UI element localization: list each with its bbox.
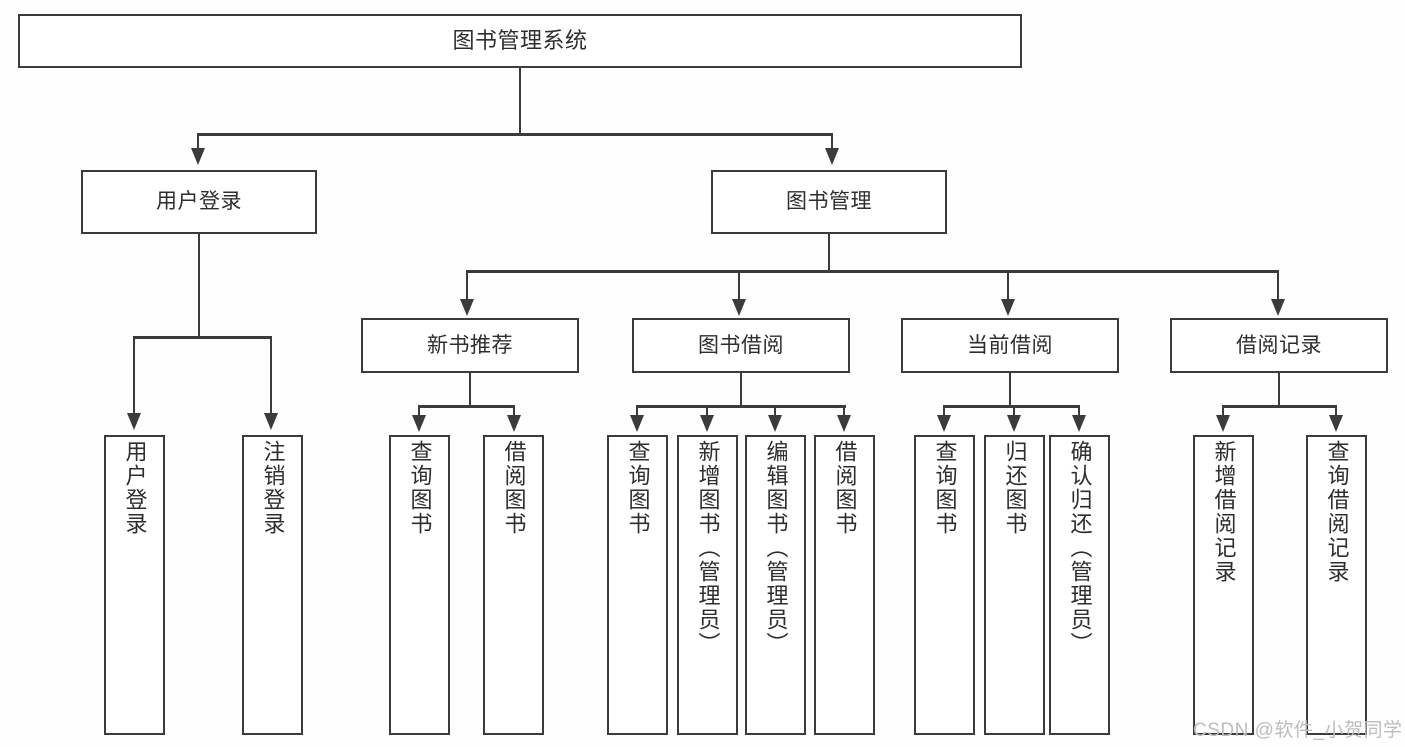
connector-book-borrow-to-leaf-1 (636, 405, 638, 419)
connector-book-borrow-to-leaf-4 (843, 405, 845, 419)
node-label: 当前借阅 (967, 333, 1053, 357)
node-root-system[interactable]: 图书管理系统 (18, 14, 1022, 68)
node-label: 查询借阅记录 (1324, 440, 1350, 584)
node-new-book-recommend[interactable]: 新书推荐 (361, 318, 579, 373)
node-label: 新增图书（管理员） (695, 440, 721, 656)
leaf-borrow-query-book[interactable]: 查询图书 (607, 435, 668, 735)
node-label: 图书借阅 (698, 333, 784, 357)
node-label: 新增借阅记录 (1211, 440, 1237, 584)
connector-root-to-user-login (197, 133, 199, 151)
connector-current-borrow-to-leaf-1 (943, 405, 945, 419)
node-label: 归还图书 (1002, 440, 1028, 536)
arrowhead-new-book-leaf-1 (412, 415, 426, 432)
node-label: 编辑图书（管理员） (763, 440, 789, 656)
node-label: 图书管理系统 (452, 27, 588, 53)
leaf-current-confirm-return-admin[interactable]: 确认归还（管理员） (1049, 435, 1110, 735)
arrowhead-to-new-book-recommend (460, 299, 474, 316)
connector-root-stem (519, 68, 521, 134)
connector-user-login-to-leaf-1 (133, 336, 135, 416)
connector-root-to-book-manage (831, 133, 833, 151)
node-label: 查询图书 (407, 440, 433, 536)
connector-book-manage-to-record (1277, 270, 1279, 302)
arrowhead-user-login-leaf-2 (264, 413, 278, 430)
csdn-watermark: CSDN @软件_小贺同学 (1193, 720, 1403, 741)
arrowhead-current-borrow-leaf-3 (1072, 415, 1086, 432)
connector-book-borrow-to-leaf-2 (706, 405, 708, 419)
node-label: 借阅图书 (501, 440, 527, 536)
connector-book-manage-bus (466, 270, 1279, 273)
connector-current-borrow-to-leaf-3 (1078, 405, 1080, 419)
node-label: 图书管理 (786, 190, 872, 214)
leaf-borrow-borrow-book[interactable]: 借阅图书 (814, 435, 875, 735)
connector-new-book-to-leaf-1 (418, 405, 420, 419)
node-book-management[interactable]: 图书管理 (711, 170, 947, 234)
connector-current-borrow-to-leaf-2 (1013, 405, 1015, 419)
node-label: 查询图书 (932, 440, 958, 536)
node-label: 查询图书 (625, 440, 651, 536)
node-label: 确认归还（管理员） (1067, 440, 1093, 656)
arrowhead-book-borrow-leaf-3 (768, 415, 782, 432)
node-book-borrow[interactable]: 图书借阅 (632, 318, 850, 373)
connector-borrow-record-stem (1278, 373, 1280, 406)
arrowhead-root-to-user-login (191, 148, 205, 165)
connector-new-book-stem (469, 373, 471, 406)
connector-book-manage-stem (828, 234, 830, 272)
arrowhead-current-borrow-leaf-2 (1007, 415, 1021, 432)
leaf-recommend-query-book[interactable]: 查询图书 (389, 435, 450, 735)
leaf-record-query-record[interactable]: 查询借阅记录 (1306, 435, 1367, 735)
connector-book-manage-to-new-book (466, 270, 468, 302)
leaf-record-add-record[interactable]: 新增借阅记录 (1193, 435, 1254, 735)
arrowhead-to-current-borrow (1001, 299, 1015, 316)
connector-user-login-to-leaf-2 (270, 336, 272, 416)
connector-current-borrow-stem (1009, 373, 1011, 406)
node-label: 用户登录 (156, 190, 242, 214)
arrowhead-new-book-leaf-2 (507, 415, 521, 432)
connector-book-borrow-stem (740, 373, 742, 406)
node-label: 用户登录 (122, 440, 148, 536)
arrowhead-current-borrow-leaf-1 (937, 415, 951, 432)
arrowhead-user-login-leaf-1 (127, 413, 141, 430)
arrowhead-borrow-record-leaf-1 (1216, 415, 1230, 432)
connector-new-book-to-leaf-2 (513, 405, 515, 419)
leaf-borrow-edit-book-admin[interactable]: 编辑图书（管理员） (745, 435, 806, 735)
connector-user-login-bus (133, 336, 270, 339)
connector-book-borrow-bus (636, 405, 846, 408)
arrowhead-book-borrow-leaf-4 (837, 415, 851, 432)
leaf-borrow-add-book-admin[interactable]: 新增图书（管理员） (677, 435, 738, 735)
node-borrow-record[interactable]: 借阅记录 (1170, 318, 1388, 373)
connector-borrow-record-bus (1222, 405, 1337, 408)
node-label: 注销登录 (260, 440, 286, 536)
connector-borrow-record-to-leaf-2 (1335, 405, 1337, 419)
arrowhead-book-borrow-leaf-1 (630, 415, 644, 432)
node-label: 新书推荐 (427, 333, 513, 357)
arrowhead-borrow-record-leaf-2 (1329, 415, 1343, 432)
arrowhead-root-to-book-manage (825, 148, 839, 165)
node-label: 借阅图书 (832, 440, 858, 536)
leaf-recommend-borrow-book[interactable]: 借阅图书 (483, 435, 544, 735)
leaf-current-query-book[interactable]: 查询图书 (914, 435, 975, 735)
node-current-borrow[interactable]: 当前借阅 (901, 318, 1119, 373)
leaf-user-login[interactable]: 用户登录 (104, 435, 165, 735)
connector-root-bus (197, 133, 833, 136)
connector-book-borrow-to-leaf-3 (774, 405, 776, 419)
leaf-logout-login[interactable]: 注销登录 (242, 435, 303, 735)
connector-current-borrow-bus (943, 405, 1080, 408)
leaf-current-return-book[interactable]: 归还图书 (984, 435, 1045, 735)
node-user-login[interactable]: 用户登录 (81, 170, 317, 234)
node-label: 借阅记录 (1236, 333, 1322, 357)
connector-book-manage-to-borrow (738, 270, 740, 302)
connector-user-login-stem (198, 234, 200, 337)
connector-borrow-record-to-leaf-1 (1222, 405, 1224, 419)
arrowhead-to-book-borrow (732, 299, 746, 316)
arrowhead-to-borrow-record (1271, 299, 1285, 316)
connector-book-manage-to-current (1007, 270, 1009, 302)
connector-new-book-bus (418, 405, 515, 408)
arrowhead-book-borrow-leaf-2 (700, 415, 714, 432)
